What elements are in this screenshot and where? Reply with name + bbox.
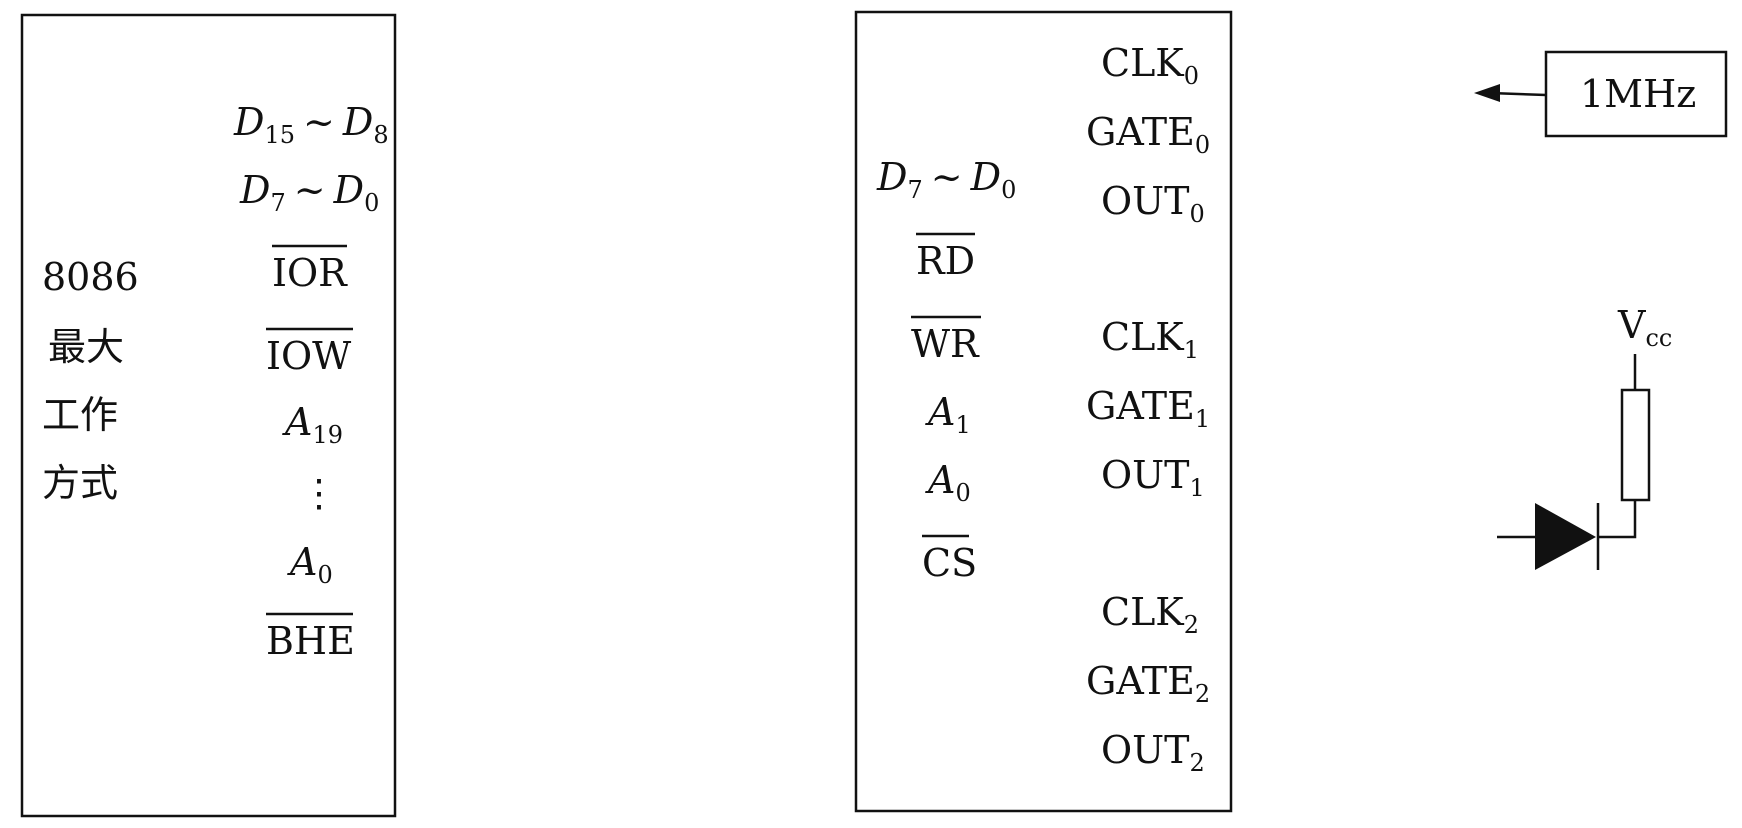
timer-data-label: D7~D0 [876, 155, 1016, 204]
cpu-8086-block: 8086 最大 工作 方式 D15~D8 D7~D0 IOR IOW A19 ⋮… [20, 13, 397, 818]
timer-clk1-label: CLK1 [1101, 315, 1199, 364]
timer-a0-label: A0 [925, 458, 971, 507]
cpu-mode-line-1: 最大 [48, 325, 124, 369]
timer-a1-label: A1 [925, 390, 971, 439]
cpu-ellipsis: ⋮ [300, 471, 338, 515]
cpu-name: 8086 [42, 255, 139, 299]
timer-block: D7~D0 RD WR A1 A0 CS CLK0 GATE0 OUT0 CLK… [854, 10, 1233, 813]
led-diode-body [1535, 503, 1596, 570]
clock-source-label: 1MHz [1580, 72, 1696, 116]
cpu-ior-label: IOR [272, 251, 348, 295]
timer-wr-label: WR [911, 322, 980, 366]
vcc-label: Vcc [1617, 303, 1672, 352]
clock-source: 1MHz [1474, 50, 1728, 138]
cpu-a0-label: A0 [287, 540, 333, 589]
cpu-box [20, 13, 397, 818]
timer-rd-label: RD [916, 239, 975, 283]
timer-out1-label: OUT1 [1101, 453, 1205, 502]
timer-clk0-label: CLK0 [1101, 41, 1199, 90]
timer-out0-label: OUT0 [1101, 179, 1205, 228]
timer-box [854, 10, 1233, 813]
timer-gate0-label: GATE0 [1086, 110, 1210, 159]
cpu-mode-line-2: 工作 [42, 393, 118, 437]
timer-cs-label: CS [922, 541, 977, 585]
clock-arrow-head [1474, 84, 1500, 102]
timer-gate1-label: GATE1 [1086, 384, 1210, 433]
cpu-mode-line-3: 方式 [42, 461, 118, 505]
resistor [1620, 388, 1651, 502]
timer-clk2-label: CLK2 [1101, 590, 1199, 639]
cpu-data-high-label: D15~D8 [233, 100, 389, 149]
led-circuit: Vcc [1497, 303, 1672, 570]
cpu-data-low-label: D7~D0 [239, 168, 379, 217]
timer-gate2-label: GATE2 [1086, 659, 1210, 708]
cpu-a19-label: A19 [282, 400, 343, 449]
resistor-to-led-wire [1598, 500, 1637, 539]
cpu-bhe-label: BHE [266, 619, 355, 663]
timer-out2-label: OUT2 [1101, 728, 1205, 777]
cpu-iow-label: IOW [266, 334, 351, 378]
